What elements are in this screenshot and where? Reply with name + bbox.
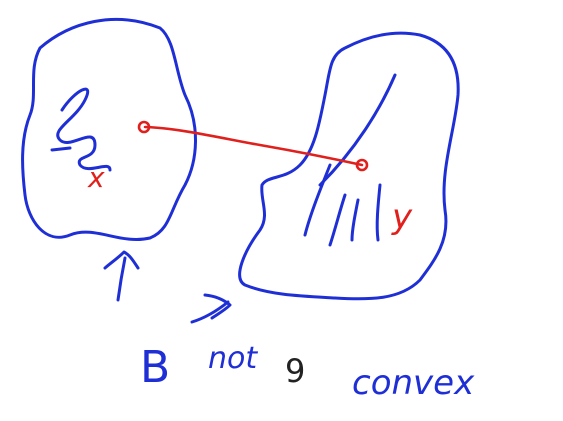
right-blob-stroke-1 xyxy=(318,73,397,187)
point-x-label: x xyxy=(87,161,105,194)
left-blob-outline xyxy=(21,17,197,241)
page-number: 9 xyxy=(285,352,306,390)
set-b-label: B xyxy=(140,342,170,393)
right-blob-stroke-4 xyxy=(350,198,360,242)
word-not: not xyxy=(208,341,258,376)
point-x-dot xyxy=(137,120,151,134)
arrow-to-left-blob xyxy=(103,250,140,302)
point-y-label: y xyxy=(391,197,413,237)
left-blob-squiggle xyxy=(56,87,112,172)
right-blob-stroke-2 xyxy=(303,163,332,237)
right-blob-stroke-3 xyxy=(328,193,347,247)
point-y-dot xyxy=(355,158,369,172)
right-blob-stroke-5 xyxy=(375,183,382,242)
word-convex: convex xyxy=(352,363,475,403)
left-blob-dash xyxy=(50,146,72,152)
arrow-to-right-blob xyxy=(190,293,232,324)
right-blob-outline xyxy=(238,31,460,301)
segment-x-to-y xyxy=(143,125,364,167)
